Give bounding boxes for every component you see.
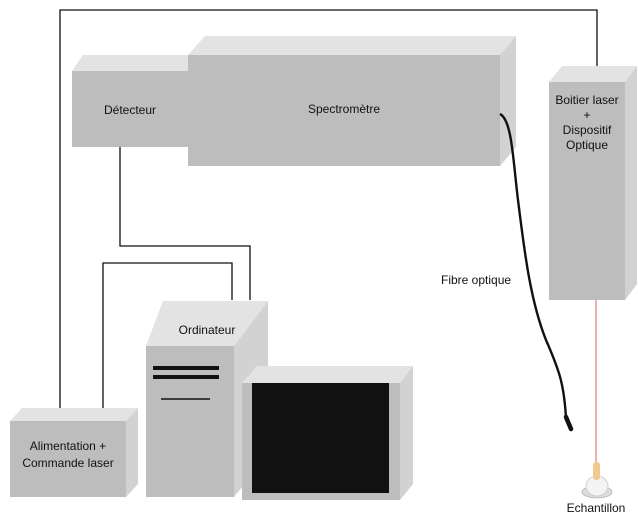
spectrometer-box: Spectromètre <box>188 36 516 166</box>
laser-box-label-line2: + <box>583 108 590 122</box>
wires <box>59 9 598 408</box>
detector-box: Détecteur <box>72 55 188 147</box>
detector-label: Détecteur <box>104 103 156 117</box>
power-supply-label-line2: Commande laser <box>22 456 113 470</box>
wire-alim-to-computer <box>102 262 233 408</box>
sample-label: Echantillon <box>567 501 626 515</box>
laser-box: Boitier laser + Dispositif Optique <box>549 66 637 300</box>
laser-box-label-line1: Boitier laser <box>555 93 618 107</box>
monitor-screen <box>252 383 389 493</box>
monitor <box>242 366 413 500</box>
spectrometer-label: Spectromètre <box>308 102 380 116</box>
power-supply-label-line1: Alimentation + <box>30 439 106 453</box>
drive-slot-1 <box>153 366 219 370</box>
drive-slot-2 <box>153 375 219 379</box>
power-supply-box: Alimentation + Commande laser <box>10 408 138 497</box>
fiber-label: Fibre optique <box>441 273 511 287</box>
laser-box-label-line4: Optique <box>566 138 608 152</box>
optical-fiber: Fibre optique <box>441 112 574 432</box>
wire-detector-to-computer <box>119 125 251 300</box>
laser-box-label-line3: Dispositif <box>563 123 612 137</box>
sample: Echantillon <box>567 462 626 515</box>
wire-alim-to-laser-box <box>59 9 598 408</box>
computer-label: Ordinateur <box>179 323 236 337</box>
